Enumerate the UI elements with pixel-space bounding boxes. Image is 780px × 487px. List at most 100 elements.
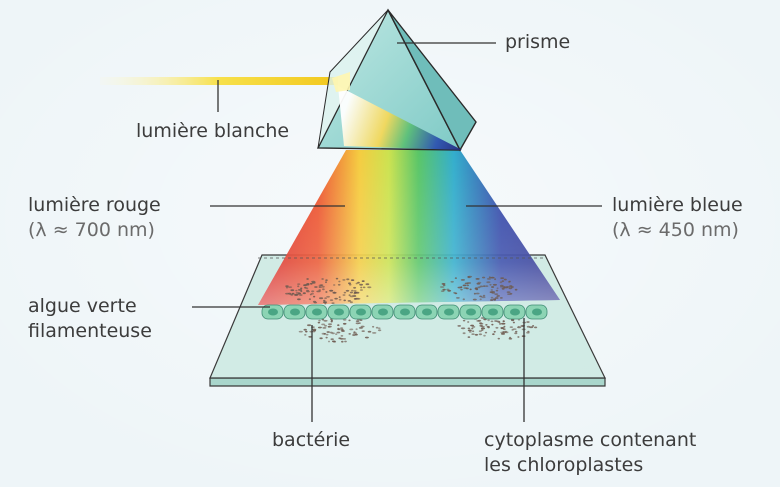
bacterium-dot [366,295,368,297]
chloroplast [488,309,498,316]
bacterium-dot [297,298,301,300]
bacterium-dot [502,331,506,333]
blue-light-label: lumière bleue [612,193,743,217]
bacterium-dot [319,286,321,288]
bacterium-dot [354,292,357,294]
bacterium-dot [346,278,349,280]
bacterium-dot [356,328,358,330]
bacterium-dot [331,338,334,340]
bacterium-dot [478,320,481,322]
bacterium-dot [499,323,502,325]
bacterium-dot [318,322,320,324]
bacterium-dot [322,333,325,335]
chloroplast [334,309,344,316]
bacterium-dot [294,294,298,296]
bacterium-dot [480,298,482,300]
bacterium-dot [359,284,363,286]
bacterium-dot [479,296,482,298]
bacterium-dot [460,289,463,291]
bacterium-dot [468,330,472,332]
bacterium-dot [469,331,472,333]
bacterium-dot [485,324,487,326]
bacterium-dot [485,285,489,287]
bacterium-dot [360,319,363,321]
bacterium-dot [310,283,313,285]
bacterium-dot [344,341,347,343]
bacterium-dot [378,327,381,329]
bacterium-dot [455,293,458,295]
bacterium-dot [467,321,469,323]
bacterium-dot [325,279,328,281]
bacterium-dot [442,283,446,285]
bacterium-dot [463,298,465,300]
bacterium-dot [500,297,503,299]
bacterium-dot [348,320,350,322]
bacterium-dot [339,299,342,301]
bacterium-dot [467,285,470,287]
bacterium-dot [479,330,482,332]
bacterium-dot [515,289,518,291]
bacterium-dot [331,302,334,304]
bacterium-dot [299,331,303,333]
bacterium-dot [319,285,323,287]
bacterium-dot [351,290,353,292]
bacterium-dot [498,321,500,323]
bacterium-dot [343,300,346,302]
bacterium-dot [496,290,498,292]
bacterium-dot [481,326,485,328]
bacterium-dot [511,286,514,288]
bacterium-dot [517,336,519,338]
bacterium-dot [324,297,327,299]
bacterium-dot [323,300,325,302]
bacterium-dot [489,276,491,278]
bacterium-dot [480,286,484,288]
bacterium-dot [297,285,299,287]
bacterium-dot [337,324,339,326]
bacterium-dot [322,327,326,329]
bacterium-dot [378,329,381,331]
bacterium-dot [368,331,372,333]
bacterium-dot [288,286,292,288]
alga-label-line1: algue verte [28,294,137,318]
bacterium-dot [313,301,316,303]
bacterium-dot [319,337,322,339]
bacterium-dot [304,329,307,331]
cytoplasm-label-line2: les chloroplastes [484,453,643,477]
bacterium-dot [478,282,482,284]
bacterium-dot [518,326,520,328]
bacterium-dot [362,330,365,332]
bacterium-dot [329,290,333,292]
bacterium-dot [299,294,303,296]
bacterium-dot [483,295,485,297]
bacterium-dot [481,328,485,330]
bacterium-dot [474,293,476,295]
bacterium-dot [344,292,346,294]
bacterium-dot [527,326,530,328]
bacterium-dot [289,293,292,295]
bacterium-dot [349,329,353,331]
bacterium-dot [476,278,480,280]
bacterium-dot [467,276,469,278]
bacterium-dot [307,324,311,326]
bacterium-dot [333,292,335,294]
bacterium-dot [486,281,490,283]
bacterium-dot [503,326,505,328]
bacterium-dot [476,293,480,295]
bacterium-dot [360,287,362,289]
bacterium-dot [342,279,345,281]
bacterium-dot [457,325,461,327]
bacterium-dot [463,320,465,322]
chloroplast [378,309,388,316]
bacterium-dot [494,320,498,322]
bacterium-dot [338,284,341,286]
bacterium-dot [351,279,354,281]
bacterium-dot [326,337,328,339]
bacterium-dot [451,281,454,283]
bacterium-dot [327,331,330,333]
bacterium-dot [472,330,474,332]
bacterium-dot [497,287,499,289]
bacterium-dot [468,328,471,330]
bacterium-dot [313,330,316,332]
bacterium-dot [455,277,457,279]
